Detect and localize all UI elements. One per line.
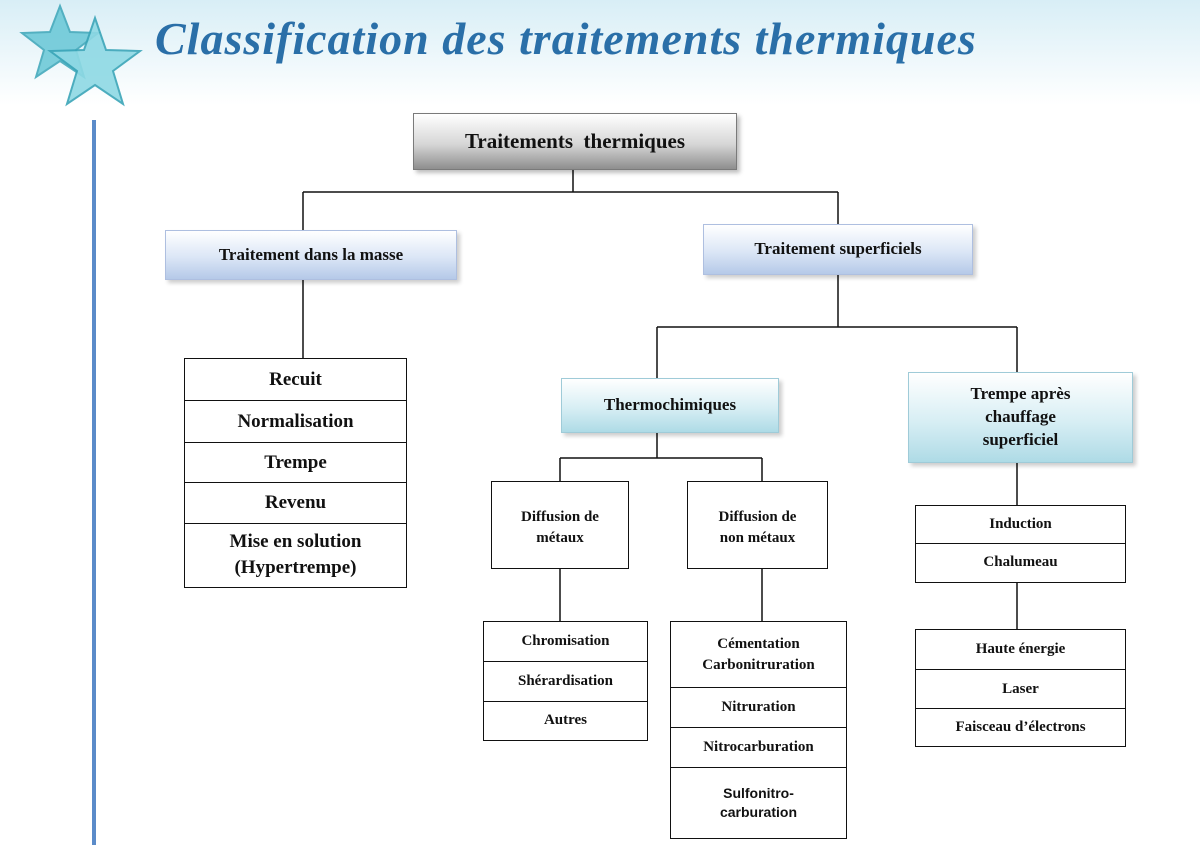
non-metaux-list: Cémentation Carbonitruration Nitruration…	[670, 621, 847, 839]
list-item: Haute énergie	[916, 630, 1125, 670]
haute-energie-list: Haute énergie Laser Faisceau d’électrons	[915, 629, 1126, 747]
list-item: Revenu	[185, 483, 406, 524]
list-item: Autres	[543, 712, 588, 729]
list-item: Nitrocarburation	[671, 728, 846, 768]
page-title: Classification des traitements thermique…	[155, 13, 977, 64]
masse-label: Traitement dans la masse	[218, 244, 404, 264]
list-item: Cémentation Carbonitruration	[671, 622, 846, 688]
list-item: Chalumeau	[983, 554, 1058, 571]
metaux-list: Chromisation Shérardisation Autres	[483, 621, 648, 741]
list-item: Chromisation	[484, 622, 647, 662]
star-front-icon	[47, 14, 143, 107]
trempe-superficiel-node: Trempe après chauffage superficiel	[908, 372, 1133, 463]
superficiels-node: Traitement superficiels	[703, 224, 973, 275]
list-item: Sulfonitro- carburation	[719, 784, 797, 820]
superficiels-label: Traitement superficiels	[754, 239, 922, 259]
diffusion-non-metaux-node: Diffusion de non métaux	[687, 481, 828, 569]
masse-node: Traitement dans la masse	[165, 230, 457, 280]
list-item: Induction	[916, 506, 1125, 544]
thermochimiques-node: Thermochimiques	[561, 378, 779, 433]
root-node: Traitements thermiques	[413, 113, 737, 170]
list-item: Faisceau d’électrons	[955, 718, 1086, 735]
root-label: Traitements thermiques	[464, 129, 686, 154]
list-item: Trempe	[185, 443, 406, 483]
diffusion-metaux-node: Diffusion de métaux	[491, 481, 629, 569]
list-item: Recuit	[185, 359, 406, 401]
list-item: Nitruration	[671, 688, 846, 728]
list-item: Laser	[916, 670, 1125, 709]
star-back-icon	[19, 3, 101, 80]
list-item: Mise en solution (Hypertrempe)	[229, 531, 362, 578]
title-banner	[0, 0, 1200, 105]
list-item: Normalisation	[185, 401, 406, 443]
thermochimiques-label: Thermochimiques	[603, 395, 737, 415]
trempe-list: Induction Chalumeau	[915, 505, 1126, 583]
list-item: Shérardisation	[484, 662, 647, 702]
masse-list: Recuit Normalisation Trempe Revenu Mise …	[184, 358, 407, 588]
accent-vertical-line	[92, 120, 96, 845]
star-decoration	[19, 3, 143, 107]
